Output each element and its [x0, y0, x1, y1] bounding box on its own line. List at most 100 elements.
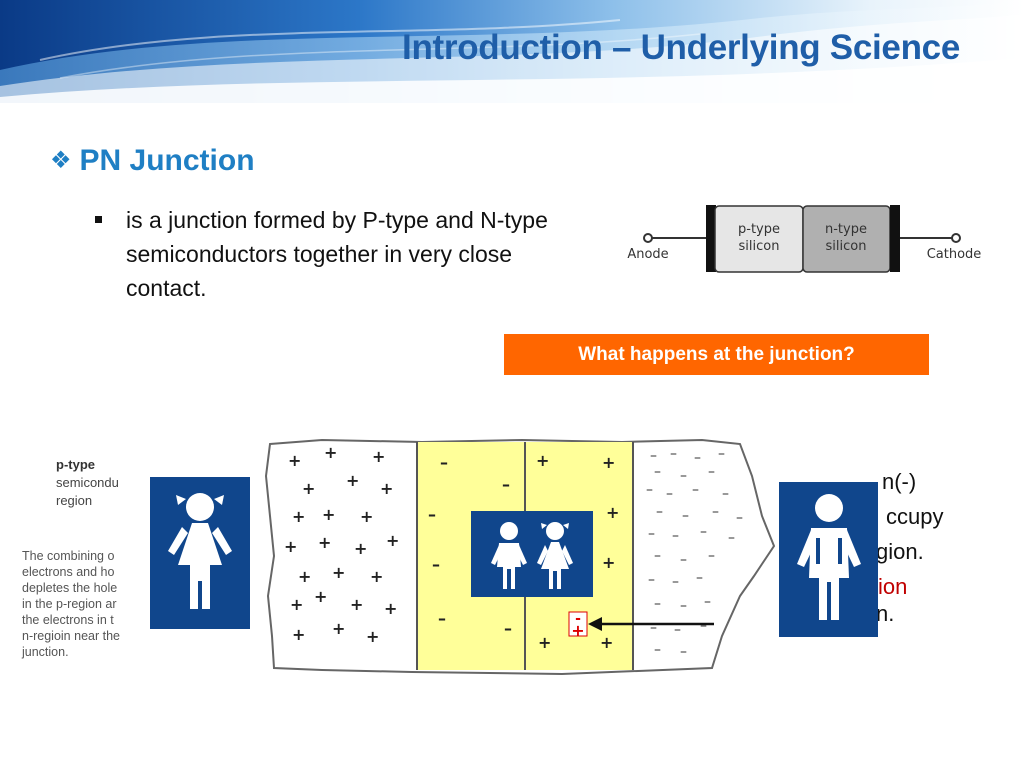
cathode-end-cap	[890, 205, 900, 272]
svg-text:–: –	[650, 620, 657, 636]
svg-text:+: +	[536, 451, 549, 470]
svg-text:+: +	[314, 587, 327, 606]
svg-text:–: –	[672, 528, 679, 544]
right-line-red: ion	[878, 574, 908, 599]
svg-text:–: –	[666, 486, 673, 502]
right-text-fragment: n(-) ccupy gion. ion n.	[872, 464, 1012, 631]
svg-text:–: –	[648, 526, 655, 542]
p-type-title: p-type	[56, 457, 95, 472]
svg-text:–: –	[708, 464, 715, 480]
svg-text:–: –	[438, 609, 446, 628]
p-region-holes: +++ +++ +++ ++++ +++ ++++ +++	[284, 443, 399, 646]
svg-text:+: +	[318, 533, 331, 552]
svg-text:–: –	[700, 524, 707, 540]
right-line: ccupy	[886, 504, 944, 529]
anode-end-cap	[706, 205, 716, 272]
svg-text:+: +	[322, 505, 335, 524]
svg-text:+: +	[346, 471, 359, 490]
svg-text:–: –	[656, 504, 663, 520]
left-para-line: n-regioin near the	[22, 629, 120, 643]
anode-label: Anode	[627, 247, 668, 262]
svg-text:+: +	[302, 479, 315, 498]
svg-text:–: –	[680, 468, 687, 484]
svg-text:–: –	[680, 552, 687, 568]
boy-pictogram-icon	[779, 482, 878, 637]
question-callout: What happens at the junction?	[504, 334, 929, 375]
p-type-sub2: region	[56, 493, 93, 508]
svg-text:–: –	[648, 572, 655, 588]
svg-text:–: –	[672, 574, 679, 590]
arrow-head-icon	[588, 617, 602, 631]
cathode-label: Cathode	[927, 247, 982, 262]
svg-text:–: –	[440, 453, 448, 472]
svg-text:+: +	[602, 553, 615, 572]
badge-plus: +	[571, 621, 584, 640]
page-title: Introduction – Underlying Science	[402, 28, 960, 67]
svg-text:+: +	[288, 451, 301, 470]
right-line: n.	[876, 601, 895, 626]
badge-minus: -	[575, 611, 581, 627]
left-para-line: electrons and ho	[22, 565, 115, 579]
svg-text:–: –	[428, 505, 436, 524]
diode-diagram: p-type silicon n-type silicon Anode Cath…	[616, 200, 996, 280]
svg-text:+: +	[372, 447, 385, 466]
left-para-line: The combining o	[22, 549, 115, 563]
svg-text:+: +	[354, 539, 367, 558]
diamond-bullet-icon: ❖	[50, 147, 72, 174]
svg-text:+: +	[324, 443, 337, 462]
section-heading: ❖ PN Junction	[50, 144, 255, 178]
p-type-label-2: silicon	[739, 239, 780, 254]
svg-text:–: –	[674, 622, 681, 638]
n-region-electrons: –––– ––– –––– –––– –––– ––– ––– ––– ––– …	[646, 446, 743, 660]
svg-text:–: –	[654, 596, 661, 612]
n-side-ions: + + + + + +	[536, 451, 619, 652]
cathode-terminal-icon	[951, 233, 961, 243]
svg-text:–: –	[432, 555, 440, 574]
svg-text:+: +	[332, 619, 345, 638]
svg-text:–: –	[646, 482, 653, 498]
svg-text:–: –	[680, 644, 687, 660]
svg-text:–: –	[680, 598, 687, 614]
svg-text:–: –	[650, 448, 657, 464]
anode-terminal-icon	[643, 233, 653, 243]
n-type-label-1: n-type	[825, 222, 867, 237]
header-swoosh-graphic	[0, 0, 1024, 103]
left-para-line: junction.	[22, 645, 69, 659]
svg-text:+: +	[386, 531, 399, 550]
girl-pictogram-icon	[150, 477, 250, 629]
svg-text:+: +	[350, 595, 363, 614]
svg-text:–: –	[694, 450, 701, 466]
svg-text:+: +	[290, 595, 303, 614]
p-type-label-1: p-type	[738, 222, 780, 237]
svg-text:+: +	[538, 633, 551, 652]
svg-text:–: –	[504, 619, 512, 638]
svg-text:–: –	[722, 486, 729, 502]
svg-text:–: –	[654, 464, 661, 480]
svg-text:–: –	[682, 508, 689, 524]
square-bullet-icon	[95, 216, 102, 223]
recombination-badge: - +	[568, 611, 588, 640]
left-text-panel: p-type semicondu region The combining o …	[20, 456, 154, 686]
right-line: n(-)	[882, 469, 917, 494]
svg-text:+: +	[384, 599, 397, 618]
svg-text:–: –	[502, 475, 510, 494]
svg-text:–: –	[654, 642, 661, 658]
svg-text:+: +	[366, 627, 379, 646]
svg-text:+: +	[370, 567, 383, 586]
svg-text:–: –	[670, 446, 677, 462]
svg-text:–: –	[654, 548, 661, 564]
left-para-line: depletes the hole	[22, 581, 118, 595]
svg-text:+: +	[298, 567, 311, 586]
couple-pictogram-icon	[471, 511, 593, 597]
n-type-label-2: silicon	[826, 239, 867, 254]
bullet-text: is a junction formed by P-type and N-typ…	[126, 207, 548, 301]
bullet-item: is a junction formed by P-type and N-typ…	[95, 203, 565, 305]
p-type-sub1: semicondu	[56, 475, 119, 490]
svg-text:+: +	[380, 479, 393, 498]
svg-text:+: +	[332, 563, 345, 582]
svg-text:+: +	[284, 537, 297, 556]
svg-text:+: +	[602, 453, 615, 472]
svg-text:–: –	[692, 482, 699, 498]
svg-text:–: –	[696, 570, 703, 586]
svg-text:+: +	[600, 633, 613, 652]
